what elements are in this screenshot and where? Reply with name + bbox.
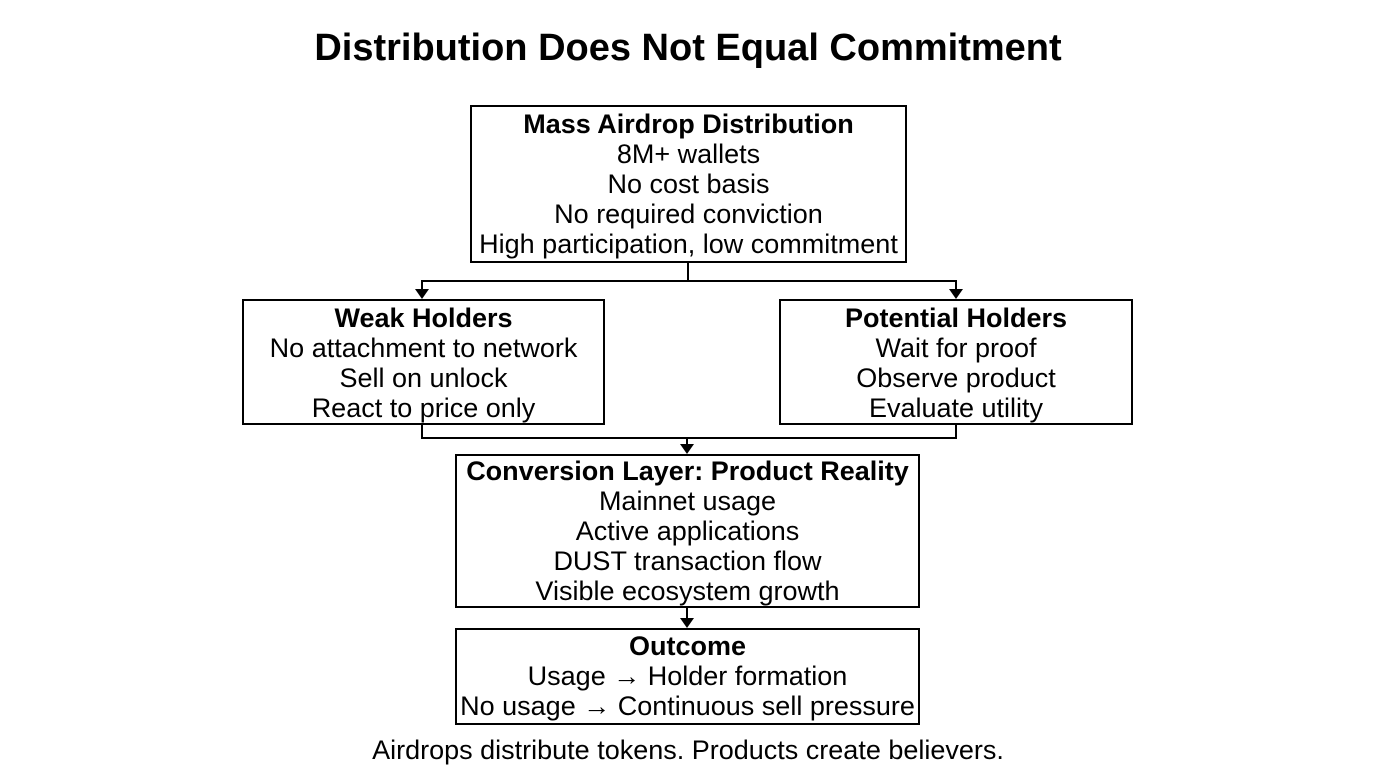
arrowhead-to-potential-holders <box>949 289 963 299</box>
diagram-title: Distribution Does Not Equal Commitment <box>314 27 1062 69</box>
connector-drop-potential <box>955 280 957 290</box>
node-weak-holders: Weak Holders No attachment to network Se… <box>242 299 605 425</box>
node-line: Mainnet usage <box>598 486 777 516</box>
connector-conversion-stem <box>686 608 688 620</box>
node-title: Conversion Layer: Product Reality <box>466 456 909 486</box>
node-line: No usage → Continuous sell pressure <box>460 691 915 721</box>
node-line: Evaluate utility <box>868 393 1044 423</box>
node-potential-holders: Potential Holders Wait for proof Observe… <box>779 299 1133 425</box>
node-line: Sell on unlock <box>339 363 508 393</box>
connector-split-horizontal <box>421 280 957 282</box>
node-line: Active applications <box>575 516 800 546</box>
node-conversion-layer: Conversion Layer: Product Reality Mainne… <box>455 454 920 608</box>
connector-merge-stem <box>686 437 688 445</box>
node-title: Weak Holders <box>334 303 513 333</box>
connector-merge-horizontal <box>421 437 957 439</box>
connector-weak-down <box>421 425 423 439</box>
node-title: Potential Holders <box>844 303 1068 333</box>
node-line: Wait for proof <box>875 333 1037 363</box>
node-line: Usage → Holder formation <box>527 661 848 691</box>
node-line: Visible ecosystem growth <box>535 576 840 606</box>
arrowhead-to-outcome <box>680 618 694 628</box>
node-title: Outcome <box>628 631 747 661</box>
connector-potential-down <box>955 425 957 439</box>
arrowhead-to-weak-holders <box>415 289 429 299</box>
connector-drop-weak <box>421 280 423 290</box>
node-mass-airdrop-distribution: Mass Airdrop Distribution 8M+ wallets No… <box>470 105 907 263</box>
node-line: DUST transaction flow <box>553 546 822 576</box>
arrowhead-to-conversion-layer <box>680 444 694 454</box>
node-line: No cost basis <box>607 169 770 199</box>
node-line: No required conviction <box>554 199 823 229</box>
node-outcome: Outcome Usage → Holder formation No usag… <box>455 628 920 725</box>
connector-mass-stem <box>687 263 689 281</box>
bottom-caption: Airdrops distribute tokens. Products cre… <box>372 735 1004 765</box>
node-line: 8M+ wallets <box>616 139 761 169</box>
node-title: Mass Airdrop Distribution <box>523 109 854 139</box>
node-line: Observe product <box>856 363 1056 393</box>
node-line: No attachment to network <box>269 333 578 363</box>
node-line: High participation, low commitment <box>479 229 898 259</box>
node-line: React to price only <box>311 393 536 423</box>
